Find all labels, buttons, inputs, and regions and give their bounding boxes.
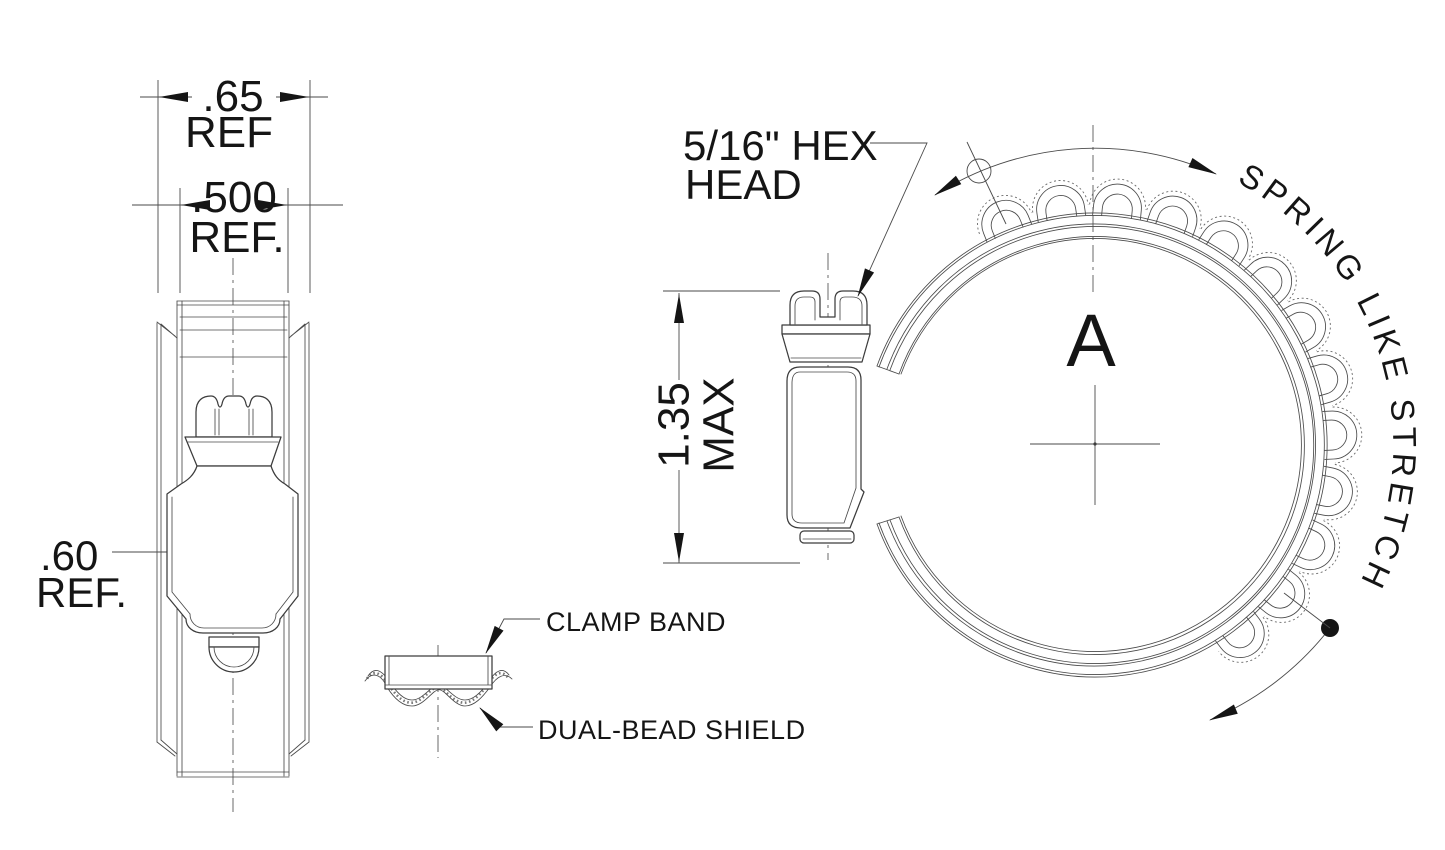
front-housing [781, 253, 871, 560]
clamp-band-leader [485, 618, 540, 654]
band-circles [876, 212, 1328, 678]
housing-body [786, 366, 865, 529]
dim-65-value: .65 [202, 72, 263, 121]
dual-bead-label: DUAL-BEAD SHIELD [538, 715, 806, 745]
dim-60-ref: REF. [36, 569, 127, 616]
extension-lines [157, 80, 311, 293]
dual-bead-leader [479, 707, 533, 732]
dim-500: .500 REF. [132, 173, 343, 262]
hex-head-callout: 5/16" HEX HEAD [683, 122, 928, 297]
spring-note-text: SPRING LIKE STRETCH [1233, 156, 1424, 598]
stretch-start-leader [966, 141, 1007, 225]
side-view: .65 REF .500 REF. .60 REF. [36, 72, 343, 812]
clamp-band-label: CLAMP BAND [546, 607, 726, 637]
flange-trapezoid [781, 333, 871, 363]
dim-65: .65 REF [140, 72, 328, 157]
stretch-arc-bottom [1209, 627, 1331, 721]
dim-60-value: .60 [40, 532, 98, 579]
hex-head-label-1: 5/16" HEX [683, 122, 878, 169]
housing-bar [208, 636, 260, 648]
spring-loops [977, 178, 1363, 663]
front-view: 5/16" HEX HEAD 1.35 MAX A SPRING LIKE ST… [650, 122, 1424, 721]
dim-65-ref: REF [185, 108, 273, 157]
stretch-arc-top [934, 147, 1217, 196]
dim-135: 1.35 MAX [650, 290, 800, 564]
detail-band [384, 655, 493, 690]
flange-bar [781, 324, 871, 335]
dim-500-value: .500 [191, 173, 277, 222]
dim-60: .60 REF. [36, 532, 297, 616]
washer [184, 436, 282, 467]
dim-135-max: MAX [695, 377, 744, 472]
dim-135-value: 1.35 [650, 382, 699, 468]
hex-head-leader [857, 142, 928, 297]
side-housing [166, 465, 299, 673]
stretch-start-marker [966, 158, 992, 184]
stretch-end-leader [1283, 592, 1331, 629]
housing-foot [799, 530, 855, 544]
diameter-label: A [1066, 299, 1116, 382]
hex-head-label-2: HEAD [685, 161, 802, 208]
housing-dome [208, 646, 260, 673]
side-hex-head [184, 395, 282, 467]
center-point [1093, 442, 1097, 446]
detail-view: CLAMP BAND DUAL-BEAD SHIELD [364, 607, 806, 758]
hex-head-cap [789, 290, 868, 326]
side-shield-edges [156, 321, 310, 757]
dim-500-ref: REF. [189, 213, 284, 262]
